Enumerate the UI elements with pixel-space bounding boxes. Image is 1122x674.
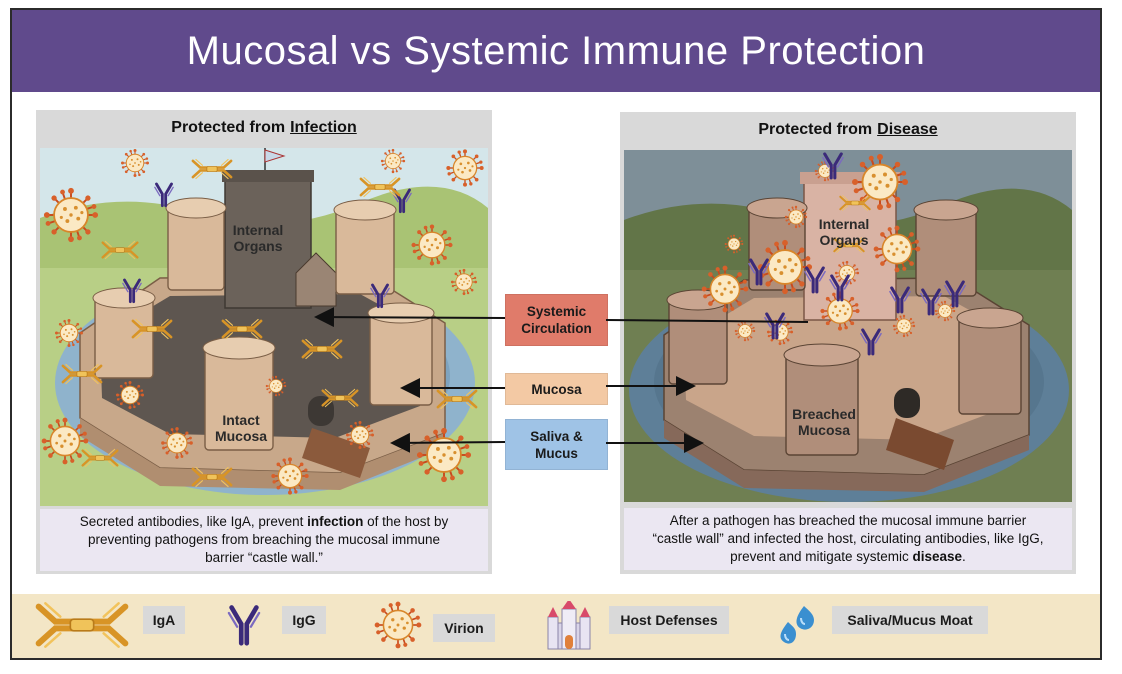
igg-antibody-icon <box>226 602 262 646</box>
right-header-keyword: Disease <box>877 121 938 138</box>
legend-label-host-defenses: Host Defenses <box>609 606 729 634</box>
right-header-prefix: Protected from <box>758 121 873 138</box>
left-mucosa-label: Intact Mucosa <box>214 412 268 444</box>
right-panel: Protected from Disease <box>620 112 1076 574</box>
right-mucosa-label: Breached Mucosa <box>792 406 856 438</box>
right-caption: After a pathogen has breached the mucosa… <box>624 508 1072 570</box>
mucosa-label: Mucosa <box>505 373 608 405</box>
left-castle-illustration: Internal Organs Intact Mucosa <box>40 148 488 506</box>
left-caption: Secreted antibodies, like IgA, prevent i… <box>40 509 488 571</box>
right-organs-label: Internal Organs <box>818 216 870 248</box>
right-castle-illustration: Internal Organs Breached Mucosa <box>624 150 1072 502</box>
legend-label-virion: Virion <box>433 614 495 642</box>
virion-icon <box>373 600 423 650</box>
castle-icon <box>547 601 591 650</box>
page-title: Mucosal vs Systemic Immune Protection <box>186 28 926 73</box>
left-panel: Protected from Infection <box>36 110 492 574</box>
right-panel-header: Protected from Disease <box>620 112 1076 148</box>
left-panel-header: Protected from Infection <box>36 110 492 146</box>
intact-castle-scene <box>40 148 488 506</box>
saliva-mucus-label: Saliva &Mucus <box>505 419 608 470</box>
title-bar: Mucosal vs Systemic Immune Protection <box>12 10 1100 92</box>
breached-castle-scene <box>624 150 1072 502</box>
left-header-prefix: Protected from <box>171 119 286 136</box>
legend-label-saliva-moat: Saliva/Mucus Moat <box>832 606 988 634</box>
left-header-keyword: Infection <box>290 119 357 136</box>
water-drops-icon <box>780 606 814 644</box>
legend-label-iga: IgA <box>143 606 185 634</box>
legend-label-igg: IgG <box>282 606 326 634</box>
left-organs-label: Internal Organs <box>232 222 284 254</box>
iga-antibody-icon <box>32 600 132 650</box>
